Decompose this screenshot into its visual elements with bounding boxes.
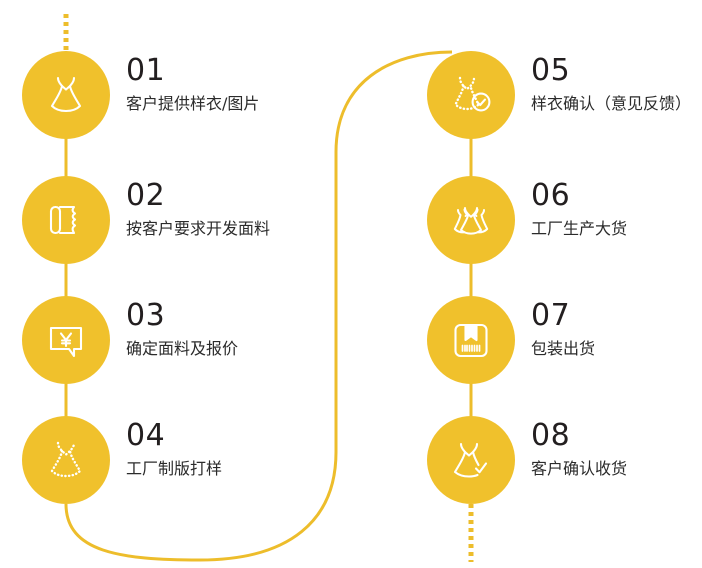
stacked-dresses-icon	[446, 195, 496, 245]
step-01-label: 客户提供样衣/图片	[126, 93, 260, 113]
step-05-label: 样衣确认（意见反馈）	[531, 93, 692, 113]
dotted-dress-check-icon	[446, 70, 496, 120]
step-04-number: 04	[126, 418, 166, 453]
step-08-number: 08	[531, 418, 571, 453]
step-08-badge[interactable]	[427, 416, 515, 504]
step-05-text: 05 样衣确认（意见反馈）	[531, 55, 702, 114]
dress-icon	[41, 70, 91, 120]
connector-04-05-curve	[64, 50, 453, 562]
step-02-badge[interactable]	[22, 176, 110, 264]
step-07-text: 07 包装出货	[531, 300, 702, 359]
step-01-number: 01	[126, 53, 166, 88]
dress-check-icon	[446, 435, 496, 485]
step-01-badge[interactable]	[22, 51, 110, 139]
step-02-text: 02 按客户要求开发面料	[126, 180, 326, 239]
yuan-speech-bubble-icon	[41, 315, 91, 365]
step-03-badge[interactable]	[22, 296, 110, 384]
step-07-label: 包装出货	[531, 338, 596, 358]
step-04[interactable]: 04 工厂制版打样	[22, 416, 322, 508]
step-08[interactable]: 08 客户确认收货	[427, 416, 702, 508]
step-02-label: 按客户要求开发面料	[126, 218, 271, 238]
step-03-label: 确定面料及报价	[126, 338, 239, 358]
step-07[interactable]: 07 包装出货	[427, 296, 702, 388]
step-04-label: 工厂制版打样	[126, 458, 223, 478]
step-06-number: 06	[531, 178, 571, 213]
step-07-badge[interactable]	[427, 296, 515, 384]
step-04-badge[interactable]	[22, 416, 110, 504]
step-02-number: 02	[126, 178, 166, 213]
step-08-label: 客户确认收货	[531, 458, 628, 478]
step-03-number: 03	[126, 298, 166, 333]
step-01-text: 01 客户提供样衣/图片	[126, 55, 326, 114]
step-03[interactable]: 03 确定面料及报价	[22, 296, 322, 388]
step-04-text: 04 工厂制版打样	[126, 420, 326, 479]
step-08-text: 08 客户确认收货	[531, 420, 702, 479]
step-03-text: 03 确定面料及报价	[126, 300, 326, 359]
fabric-roll-icon	[41, 195, 91, 245]
step-06-text: 06 工厂生产大货	[531, 180, 702, 239]
step-06-label: 工厂生产大货	[531, 218, 628, 238]
step-05[interactable]: 05 样衣确认（意见反馈）	[427, 51, 702, 143]
step-01[interactable]: 01 客户提供样衣/图片	[22, 51, 322, 143]
step-05-number: 05	[531, 53, 571, 88]
step-06[interactable]: 06 工厂生产大货	[427, 176, 702, 268]
step-05-badge[interactable]	[427, 51, 515, 139]
step-02[interactable]: 02 按客户要求开发面料	[22, 176, 322, 268]
step-06-badge[interactable]	[427, 176, 515, 264]
step-07-number: 07	[531, 298, 571, 333]
dotted-dress-pattern-icon	[41, 435, 91, 485]
package-box-barcode-icon	[446, 315, 496, 365]
